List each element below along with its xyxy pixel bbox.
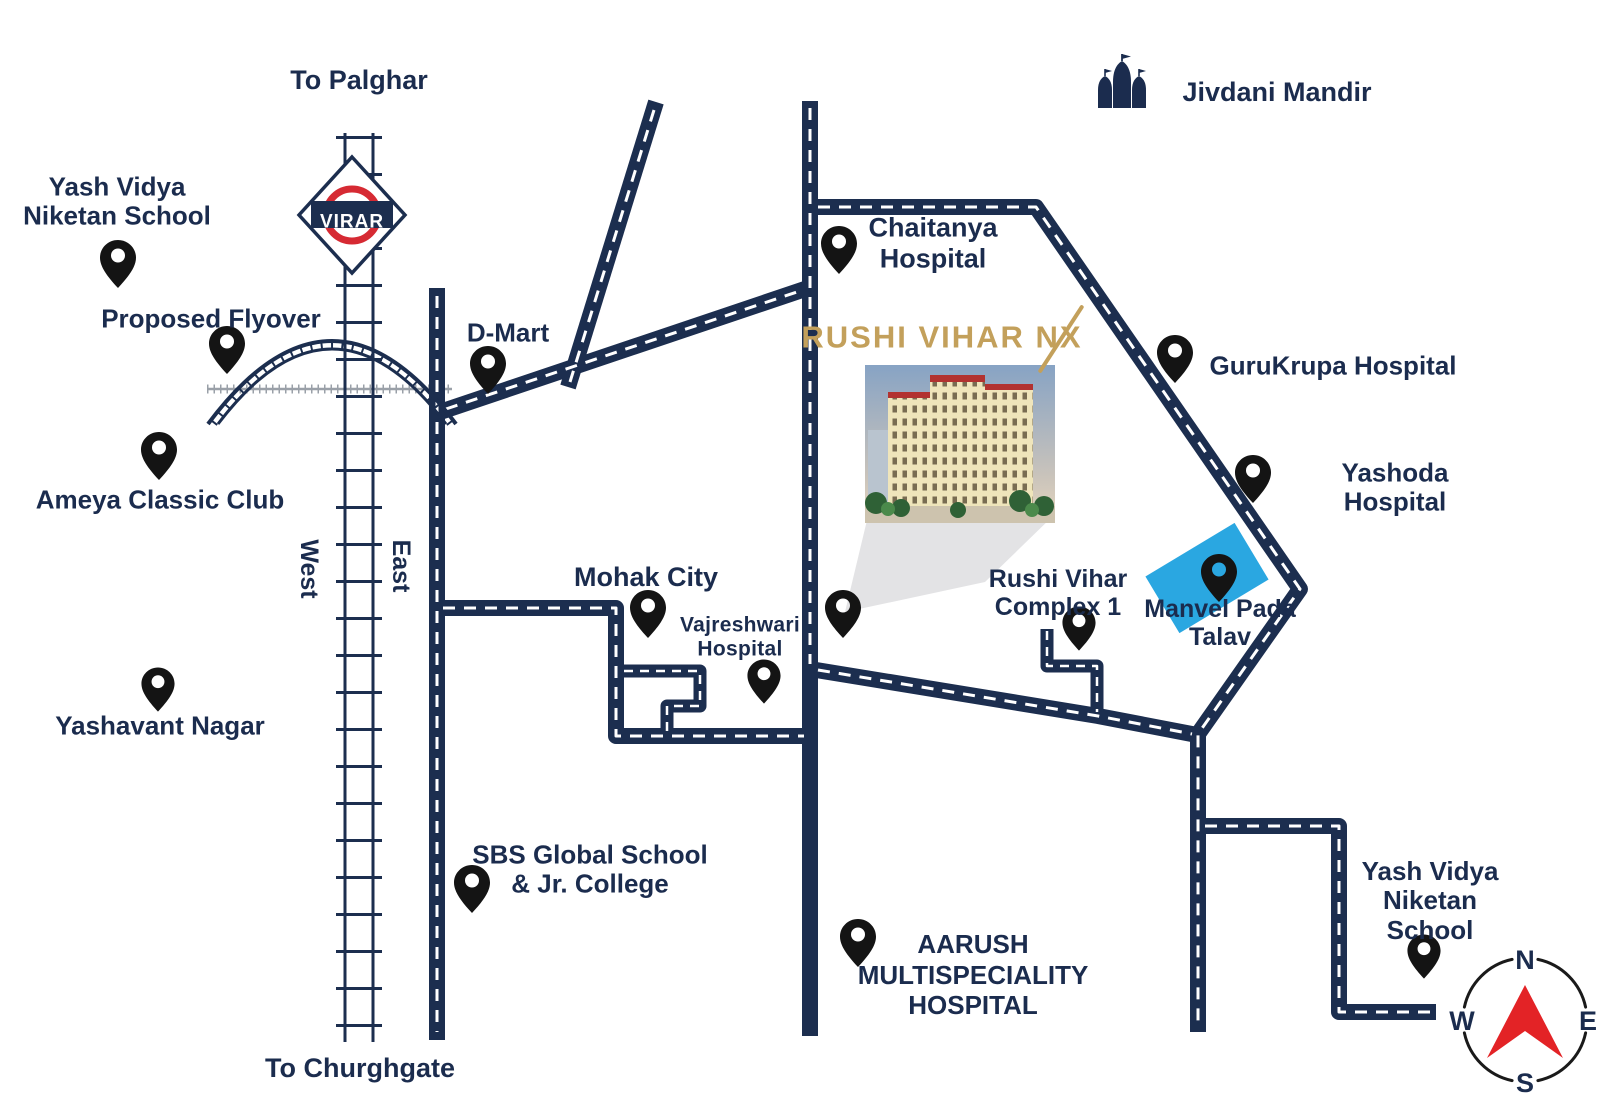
virar-station-sign: VIRAR — [296, 154, 408, 276]
aarush-hospital-label: AARUSH MULTISPECIALITY HOSPITAL — [857, 928, 1089, 1021]
temple-icon — [1098, 54, 1146, 108]
flyover-arch — [206, 339, 458, 426]
mohak-city-label: Mohak City — [573, 561, 719, 592]
vajreshwari-hospital-label: Vajreshwari Hospital — [679, 613, 801, 660]
gurukrupa-hospital-label: GuruKrupa Hospital — [1209, 350, 1457, 381]
pin-vajreshwari-hospital — [747, 659, 781, 704]
compass-n-label: N — [1515, 945, 1535, 975]
yash-vidya-nw-label: Yash Vidya Niketan School — [23, 171, 211, 231]
ameya-classic-club-label: Ameya Classic Club — [35, 484, 285, 515]
pin-project-site — [825, 590, 861, 638]
virar-station-label: VIRAR — [320, 212, 384, 233]
compass-rose: N E S W — [1449, 945, 1597, 1096]
yash-vidya-se-label: Yash Vidya Niketan School — [1361, 855, 1499, 945]
compass-e-label: E — [1579, 1006, 1597, 1036]
road-center-dashes — [435, 108, 1430, 1032]
chaitanya-hospital-label: Chaitanya Hospital — [868, 212, 998, 274]
yashoda-hospital-label: Yashoda Hospital — [1341, 457, 1449, 517]
compass-s-label: S — [1516, 1068, 1534, 1096]
compass-w-label: W — [1449, 1006, 1475, 1036]
pin-ameya-classic-club — [141, 432, 177, 480]
pin-gurukrupa-hospital — [1157, 335, 1193, 383]
pin-yashavant-nagar — [141, 667, 175, 712]
proposed-flyover-label: Proposed Flyover — [101, 303, 321, 334]
to-churghgate-label: To Churghgate — [265, 1052, 455, 1083]
manvel-pada-talav-label: Manvel Pada Talav — [1144, 594, 1296, 651]
d-mart-label: D-Mart — [466, 317, 550, 348]
jivdani-mandir-label: Jivdani Mandir — [1182, 76, 1372, 107]
yashavant-nagar-label: Yashavant Nagar — [55, 710, 265, 741]
project-title: RUSHI VIHAR NX — [801, 319, 1083, 355]
pin-mohak-city — [630, 590, 666, 638]
compass-north-arrow — [1487, 985, 1563, 1058]
road-vajreshwari-lane — [622, 664, 707, 734]
pin-yash-vidya-nw — [100, 240, 136, 288]
east-side-label: East — [387, 539, 416, 593]
west-side-label: West — [295, 539, 324, 599]
rushi-vihar-complex-1-label: Rushi Vihar Complex 1 — [988, 564, 1128, 621]
pin-chaitanya-hospital — [821, 226, 857, 274]
project-building-image — [865, 365, 1055, 523]
project-callout-wedge — [845, 516, 1053, 612]
to-palghar-label: To Palghar — [290, 64, 428, 95]
railway-track — [336, 133, 382, 1042]
sbs-global-school-label: SBS Global School & Jr. College — [472, 839, 708, 899]
